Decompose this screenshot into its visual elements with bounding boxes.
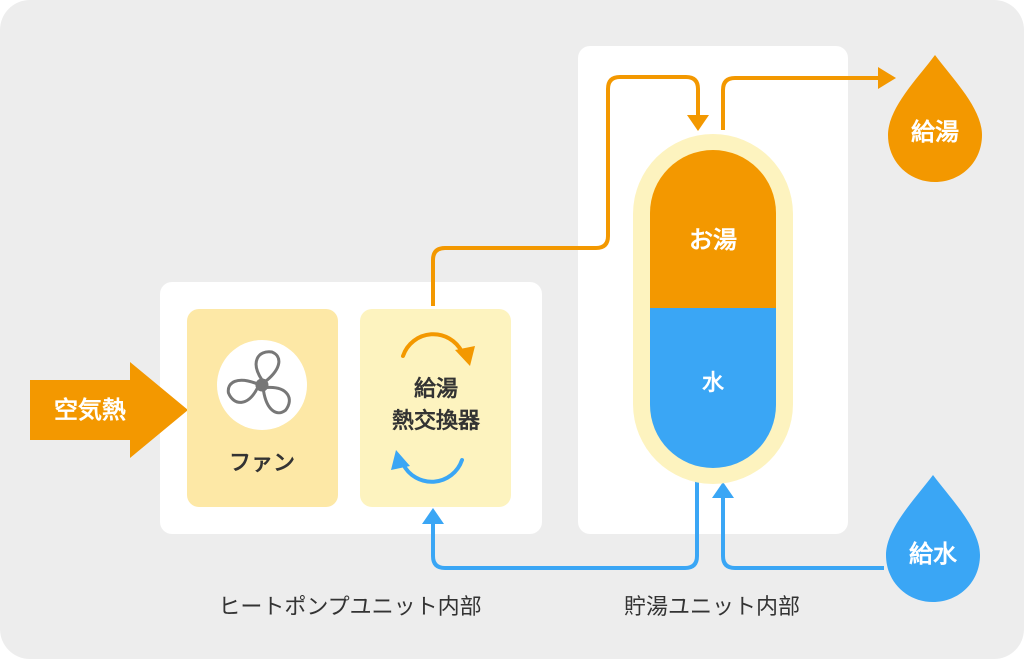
fan-icon — [226, 350, 291, 415]
air-heat-arrow — [30, 362, 188, 458]
water-label: 水 — [702, 371, 725, 396]
hot-water-supply-label: 給湯 — [911, 118, 959, 146]
hot-water-pipe-out — [721, 76, 880, 130]
hot-water-supply-drop-icon — [888, 55, 982, 182]
fan-label: ファン — [229, 451, 295, 476]
hot-water-pipe-in — [431, 75, 700, 306]
hot-water-layer — [650, 150, 776, 308]
water-supply-pipe-arrowhead — [712, 482, 734, 498]
hot-water-pipe-in-arrowhead — [687, 115, 709, 131]
exchanger-blue-arrowhead — [391, 450, 410, 470]
storage-tank — [650, 150, 776, 468]
water-supply-drop-icon — [886, 475, 980, 602]
air-heat-label: 空気熱 — [54, 396, 126, 424]
heat-exchanger-label-line1: 給湯 — [414, 376, 458, 402]
cold-water-pipe-to-exchanger — [431, 478, 699, 570]
heat-exchanger-box — [360, 309, 511, 507]
water-supply-label: 給水 — [909, 540, 958, 568]
cold-water-layer — [650, 308, 776, 468]
exchanger-orange-arc — [401, 332, 464, 358]
exchanger-orange-arrowhead — [455, 346, 475, 366]
storage-unit-caption: 貯湯ユニット内部 — [624, 595, 800, 620]
cold-water-pipe-to-exchanger-arrowhead — [422, 508, 444, 524]
exchanger-blue-arc — [401, 458, 464, 484]
heat-pump-unit-caption: ヒートポンプユニット内部 — [218, 595, 481, 620]
hot-water-pipe-out-arrowhead — [878, 67, 896, 89]
heat-exchanger-label-line2: 熱交換器 — [392, 408, 481, 434]
water-supply-pipe — [721, 496, 884, 570]
hot-water-label: お湯 — [689, 226, 737, 254]
